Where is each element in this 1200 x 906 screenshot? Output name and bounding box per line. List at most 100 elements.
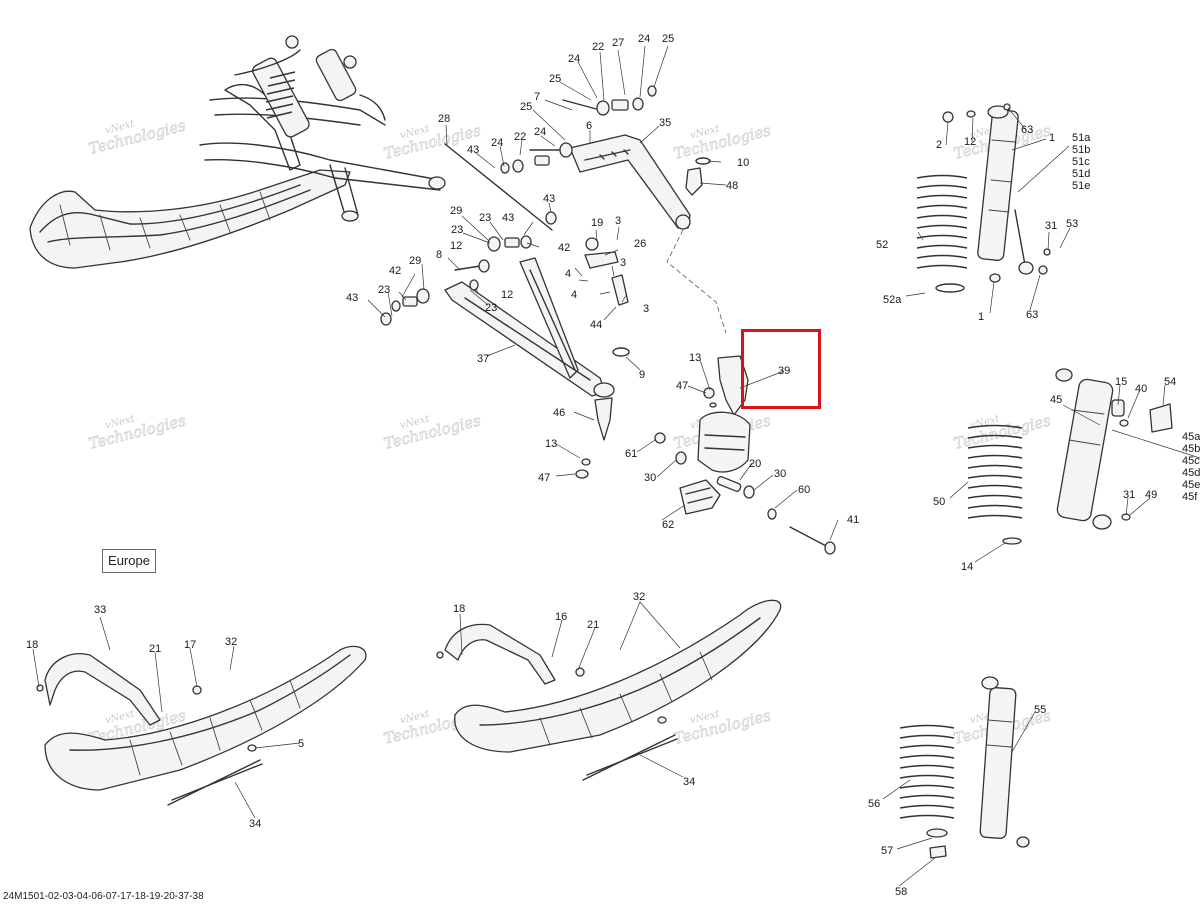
callout: 13 [545,438,557,450]
callout: 15 [1115,376,1127,388]
callout: 45e [1182,479,1200,491]
svg-text:Technologies: Technologies [382,411,483,453]
callout: 23 [451,224,463,236]
callout: 21 [149,643,161,655]
callout: 22 [592,41,604,53]
callout: 45a [1182,431,1200,443]
watermark: vNext Technologies [671,706,773,748]
callout: 25 [662,33,674,45]
callout: 52a [883,294,902,306]
callout: 33 [94,604,106,616]
callout: 3 [620,257,626,269]
callout: 17 [184,639,196,651]
callout: 45c [1182,455,1200,467]
callout: 34 [683,776,695,788]
svg-text:Technologies: Technologies [672,706,773,748]
shock-45 [967,368,1173,545]
callout: 24 [568,53,580,65]
callout-labels: 22 27 24 25 24 25 7 25 28 24 6 35 22 43 … [26,33,1200,898]
callout: 43 [346,292,358,304]
callout: 61 [625,448,637,460]
callout: 56 [868,798,880,810]
callout: 62 [662,519,674,531]
callout: 12 [501,289,513,301]
callout: 9 [639,369,645,381]
callout: 58 [895,886,907,898]
ski-center [436,599,782,781]
watermark: vNext Technologies [86,411,188,453]
callout: 22 [514,131,526,143]
callout: 27 [612,37,624,49]
callout: 31 [1045,220,1057,232]
shock-51 [916,103,1051,293]
callout: 50 [933,496,945,508]
callout: 14 [961,561,973,573]
callout: 43 [543,193,555,205]
callout: 18 [26,639,38,651]
svg-text:Technologies: Technologies [87,116,188,158]
europe-ski-left [36,645,367,806]
shock-55 [899,676,1030,859]
callout: 25 [520,101,532,113]
callout: 29 [450,205,462,217]
callout: 63 [1026,309,1038,321]
callout: 37 [477,353,489,365]
callout: 26 [634,238,646,250]
callout: 44 [590,319,602,331]
watermark: vNext Technologies [86,116,188,158]
callout: 45b [1182,443,1200,455]
document-code: 24M1501-02-03-04-06-07-17-18-19-20-37-38 [3,891,204,902]
callout: 55 [1034,704,1046,716]
callout: 24 [534,126,546,138]
callout: 47 [676,380,688,392]
callout: 6 [586,120,592,132]
callout: 28 [438,113,450,125]
callout: 51c [1072,156,1090,168]
callout: 30 [774,468,786,480]
callout: 52 [876,239,888,251]
callout: 45 [1050,394,1062,406]
callout: 3 [615,215,621,227]
callout: 43 [502,212,514,224]
highlighted-part-frame[interactable] [741,329,821,409]
callout: 51d [1072,168,1090,180]
callout: 24 [638,33,650,45]
callout: 18 [453,603,465,615]
callout: 30 [644,472,656,484]
exploded-a-arms [380,85,836,555]
region-label: Europe [102,549,156,573]
callout: 7 [534,91,540,103]
callout: 51a [1072,132,1091,144]
watermark: vNext Technologies [671,121,773,163]
callout: 29 [409,255,421,267]
callout: 46 [553,407,565,419]
assembled-ski-suspension [29,35,446,269]
callout: 51e [1072,180,1090,192]
callout: 4 [571,289,577,301]
callout: 3 [643,303,649,315]
callout: 41 [847,514,859,526]
callout: 48 [726,180,738,192]
callout: 1 [1049,132,1055,144]
callout: 2 [936,139,942,151]
callout: 34 [249,818,261,830]
svg-text:Technologies: Technologies [87,411,188,453]
callout: 47 [538,472,550,484]
callout: 10 [737,157,749,169]
callout: 40 [1135,383,1147,395]
callout: 5 [298,738,304,750]
watermark: vNext Technologies [381,411,483,453]
callout: 45f [1182,491,1198,503]
callout: 42 [558,242,570,254]
callout: 12 [450,240,462,252]
callout-highlighted: 39 [778,365,790,377]
callout: 25 [549,73,561,85]
callout: 24 [491,137,503,149]
callout: 13 [689,352,701,364]
callout: 43 [467,144,479,156]
callout: 60 [798,484,810,496]
callout: 51b [1072,144,1090,156]
callout: 35 [659,117,671,129]
callout: 49 [1145,489,1157,501]
